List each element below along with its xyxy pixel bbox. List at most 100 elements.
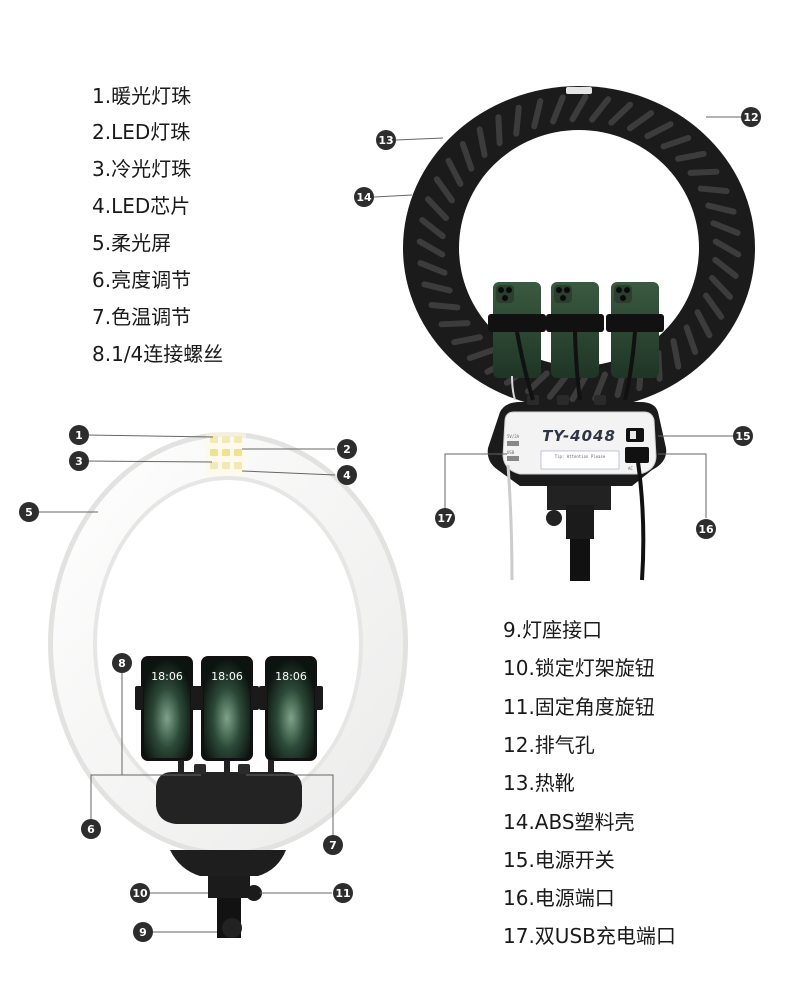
legend-item: 4.LED芯片 [92, 194, 191, 218]
vent-slot [451, 334, 483, 346]
svg-text:7: 7 [329, 839, 337, 852]
badge-3: 3 [69, 451, 89, 471]
vent-slot [421, 281, 453, 294]
vent-slot [425, 196, 449, 222]
legend-item: 7.色温调节 [92, 305, 192, 329]
vent-slot [433, 176, 455, 204]
svg-text:11: 11 [335, 887, 350, 900]
usb-sub-label: USB [507, 450, 515, 455]
legend-item: 10.锁定灯架旋钮 [503, 656, 655, 680]
legend-item: 15.电源开关 [503, 848, 615, 872]
vent-slot [592, 371, 608, 402]
legend-item: 6.亮度调节 [92, 268, 192, 292]
white-ring-base [156, 772, 302, 824]
badge-10: 10 [130, 883, 150, 903]
vent-slot [550, 94, 566, 125]
badge-17: 17 [435, 508, 455, 528]
svg-text:17: 17 [437, 512, 452, 525]
vent-slot [683, 324, 699, 355]
badge-1: 1 [69, 425, 89, 445]
badge-15: 15 [733, 426, 753, 446]
badge-6: 6 [81, 819, 101, 839]
legend-item: 13.热靴 [503, 771, 575, 795]
phone-clamp [606, 314, 664, 332]
leader-lines [37, 116, 743, 933]
legend-item: 16.电源端口 [503, 886, 615, 910]
vent-slot [703, 292, 725, 320]
knob [594, 395, 606, 405]
vent-slot [660, 134, 692, 150]
legend-item: 12.排气孔 [503, 733, 595, 757]
vent-slot [569, 93, 589, 123]
power-switch-rocker [630, 431, 636, 439]
badge-8: 8 [112, 653, 132, 673]
ac-label: AC [628, 466, 633, 471]
legend-item: 1.暖光灯珠 [92, 84, 192, 108]
phone-clamp [488, 314, 546, 332]
badge-11: 11 [333, 883, 353, 903]
lock-bracket [208, 876, 250, 898]
lamp-foot [170, 850, 286, 876]
vent-slot [476, 126, 488, 158]
stand-pole [570, 539, 590, 581]
vent-slot [709, 274, 733, 300]
vent-slot [419, 217, 446, 240]
vent-slot [712, 256, 739, 279]
vent-slot [589, 96, 612, 123]
vent-slot [531, 98, 544, 130]
svg-text:12: 12 [743, 111, 758, 124]
vent-slot [416, 238, 446, 258]
vent-slot [710, 220, 741, 236]
usb-port [507, 456, 519, 461]
badge-5: 5 [19, 502, 39, 522]
svg-text:8: 8 [118, 657, 126, 670]
legend-item: 9.灯座接口 [503, 618, 603, 642]
vent-slot [626, 110, 655, 132]
svg-text:9: 9 [139, 926, 147, 939]
vent-slot [495, 114, 503, 147]
legend-item: 3.冷光灯珠 [92, 157, 192, 181]
svg-text:4: 4 [343, 469, 351, 482]
badge-13: 13 [376, 130, 396, 150]
white-ring-light: 18:06 18:06 18:06 [48, 432, 408, 938]
legend-item: 8.1/4连接螺丝 [92, 342, 224, 366]
legend-item: 17.双USB充电端口 [503, 924, 676, 948]
svg-text:14: 14 [356, 191, 372, 204]
vent-slot [675, 150, 707, 162]
usb-label: 5V/2A [507, 434, 520, 439]
dark-ring-light: TY-4048 Tip: Attention Please 5V/2A USB … [403, 86, 755, 581]
vent-slot [438, 320, 471, 328]
vent-slot [694, 309, 713, 339]
usb-cable [506, 464, 514, 581]
vent-slot [687, 168, 720, 176]
svg-text:5: 5 [25, 506, 33, 519]
brightness-knob [194, 764, 206, 774]
badge-9: 9 [133, 922, 153, 942]
vent-slot [459, 141, 475, 172]
svg-text:3: 3 [75, 455, 83, 468]
vent-slot [712, 238, 742, 258]
legend-item: 11.固定角度旋钮 [503, 695, 655, 719]
angle-knob [246, 885, 262, 901]
vent-slot [644, 121, 674, 140]
knob [557, 395, 569, 405]
svg-text:1: 1 [75, 429, 83, 442]
svg-text:2: 2 [343, 443, 351, 456]
badge-12: 12 [741, 107, 761, 127]
vent-slot [697, 185, 730, 195]
vent-slot [705, 202, 737, 215]
panel-sticker [540, 450, 620, 470]
color-temp-knob [238, 764, 250, 774]
svg-text:13: 13 [378, 134, 393, 147]
hot-shoe [566, 87, 592, 94]
power-cable [636, 461, 646, 581]
svg-text:10: 10 [132, 887, 148, 900]
vent-slot [445, 157, 464, 187]
svg-text:15: 15 [735, 430, 750, 443]
phone-time: 18:06 [211, 670, 243, 683]
badge-14: 14 [354, 187, 374, 207]
vent-slot [466, 346, 498, 362]
vent-slot [670, 338, 682, 370]
vent-slot [608, 101, 634, 126]
